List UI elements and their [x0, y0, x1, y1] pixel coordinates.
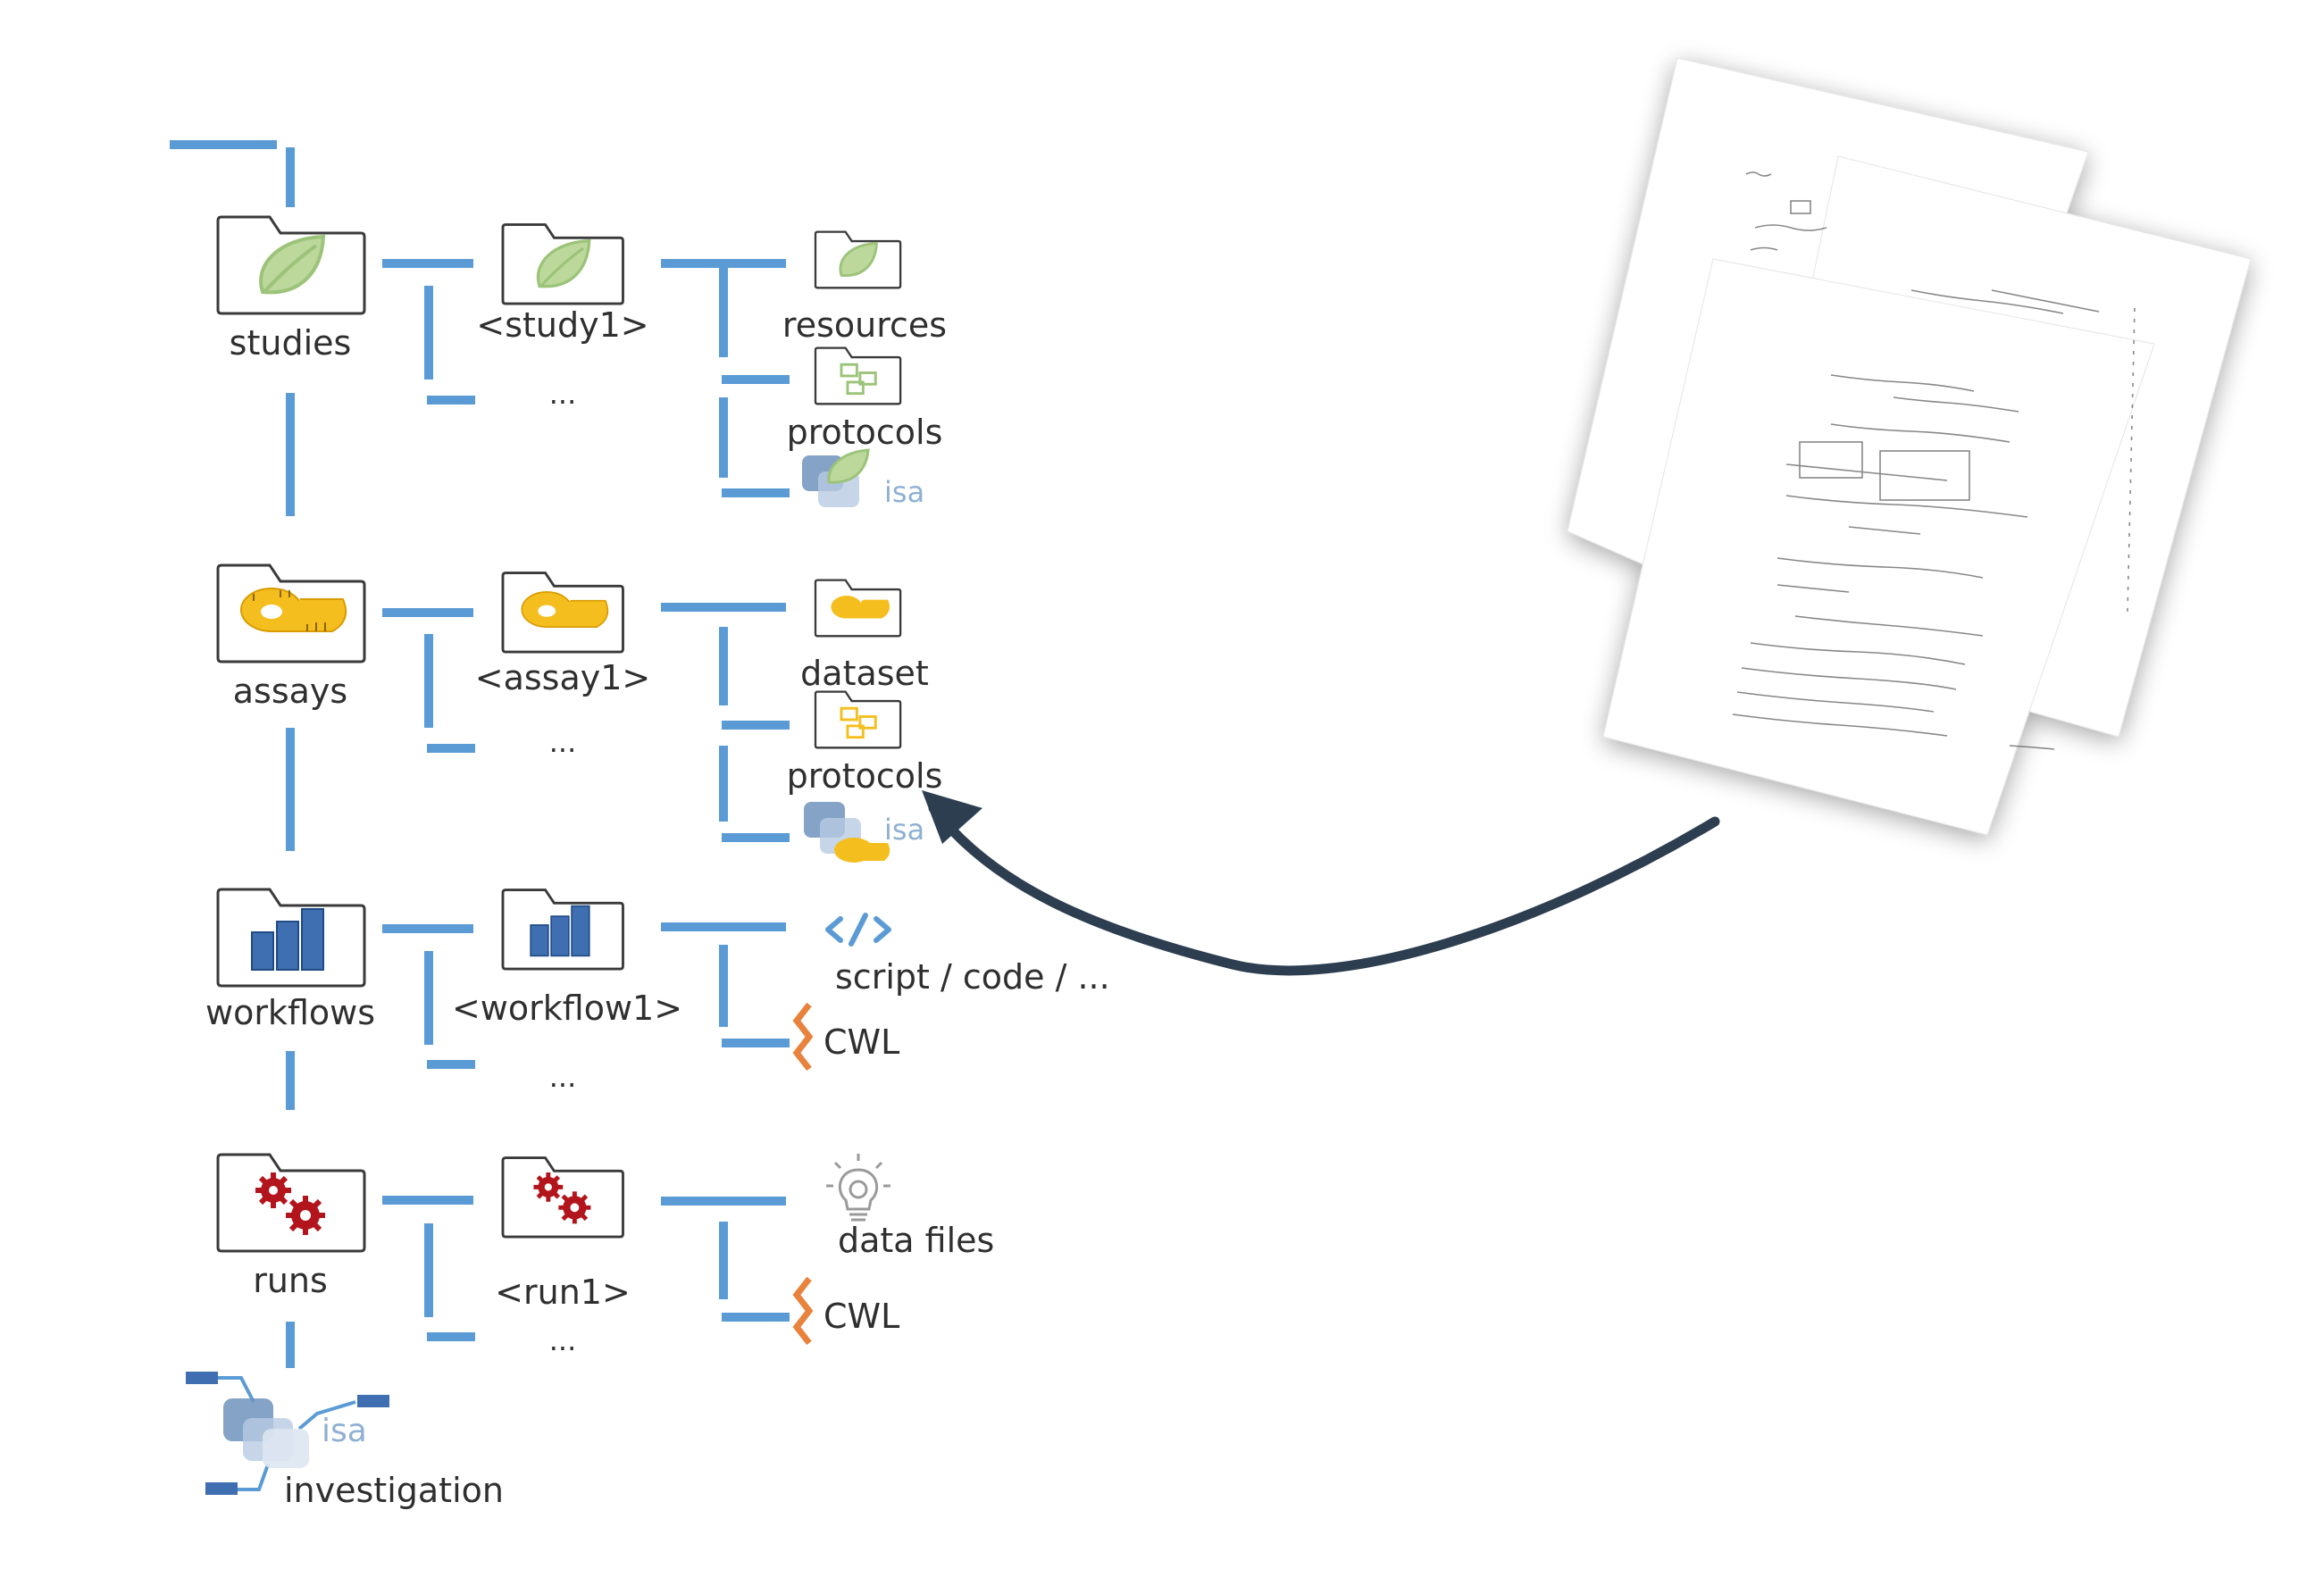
study-protocols-folder-icon: [814, 346, 902, 405]
lightbulb-gear-icon: [826, 1154, 890, 1222]
data-files-label: data files: [838, 1221, 995, 1260]
study-isa-logo-icon: [802, 448, 870, 507]
workflows-label: workflows: [205, 993, 376, 1032]
study-isa-text: isa: [884, 475, 925, 509]
investigation-label: investigation: [284, 1471, 504, 1510]
workflow-more-label: ...: [548, 1060, 577, 1094]
arrowhead-icon: [922, 790, 982, 844]
workflow1-folder-icon: [501, 889, 624, 971]
workflow-cwl-label: CWL: [823, 1022, 900, 1062]
run1-folder-icon: [501, 1156, 624, 1239]
cwl-icon: [792, 1002, 814, 1072]
assay1-label: <assay1>: [474, 658, 651, 697]
study-protocols-label: protocols: [786, 413, 943, 452]
assays-label: assays: [232, 672, 348, 711]
assay1-folder-icon: [501, 572, 624, 654]
assay-protocols-label: protocols: [786, 756, 943, 796]
study1-folder-icon: [501, 223, 624, 305]
run-cwl-label: CWL: [823, 1297, 900, 1336]
workflow1-label: <workflow1>: [451, 989, 683, 1028]
investigation-isa-logo-icon: [186, 1372, 389, 1495]
assay-isa-logo-icon: [804, 802, 890, 863]
assay-isa-text: isa: [884, 813, 925, 847]
gears-folder-icon: [216, 1153, 366, 1253]
lab-notebook-pages-icon: [1567, 57, 2252, 836]
assay-protocols-folder-icon: [814, 690, 902, 749]
run-more-label: ...: [548, 1323, 577, 1357]
studies-label: studies: [229, 323, 352, 363]
dataset-folder-icon: [814, 579, 902, 638]
handwriting-scribbles: [1732, 171, 2136, 750]
connector-lines: [170, 140, 790, 1368]
curved-arrow: [928, 803, 1720, 976]
resources-label: resources: [782, 305, 948, 345]
cwl-icon: [792, 1276, 814, 1346]
study1-label: <study1>: [476, 305, 649, 345]
measuring-tape-folder-icon: [216, 563, 366, 663]
assay-more-label: ...: [548, 725, 577, 759]
study-more-label: ...: [548, 377, 577, 411]
investigation-isa-text: isa: [322, 1413, 367, 1449]
bar-chart-folder-icon: [216, 888, 366, 988]
script-code-label: script / code / ...: [835, 957, 1110, 997]
dataset-label: dataset: [800, 654, 929, 693]
runs-label: runs: [253, 1261, 328, 1300]
studies-folder-icon: [216, 215, 366, 315]
run1-label: <run1>: [495, 1272, 631, 1312]
resources-folder-icon: [814, 230, 902, 289]
code-brackets-icon: [825, 913, 891, 947]
